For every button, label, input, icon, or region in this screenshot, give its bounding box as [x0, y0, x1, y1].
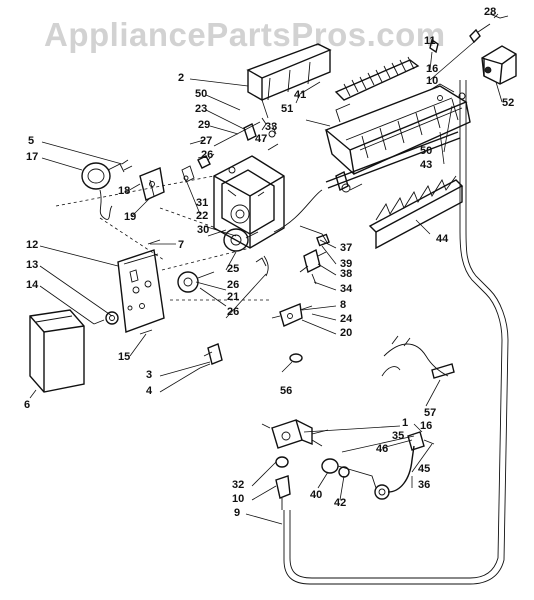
- part-label-46: 46: [376, 443, 389, 455]
- part-label-42: 42: [334, 497, 347, 509]
- part-label-30: 30: [197, 224, 210, 236]
- mounting-plate: [117, 249, 165, 333]
- part-label-16-bottom: 16: [420, 420, 433, 432]
- fill-tube: [283, 80, 509, 585]
- part-label-38: 38: [340, 268, 353, 280]
- shutoff-switch: [299, 248, 327, 285]
- part-label-33: 33: [265, 121, 278, 133]
- switch-assembly: [271, 303, 313, 327]
- part-label-1: 1: [402, 417, 409, 429]
- watermark: AppliancePartsPros.com: [44, 16, 446, 53]
- part-label-44: 44: [436, 233, 449, 245]
- part-label-22: 22: [196, 210, 209, 222]
- fill-cup-fittings: [429, 23, 491, 54]
- part-label-50-right: 50: [420, 145, 433, 157]
- part-label-26-mid: 26: [227, 279, 240, 291]
- front-cover: [29, 309, 85, 393]
- part-label-51: 51: [281, 103, 294, 115]
- part-label-39: 39: [340, 258, 353, 270]
- part-label-25: 25: [227, 263, 240, 275]
- part-label-4: 4: [146, 385, 153, 397]
- water-tube-lower: [387, 431, 435, 493]
- ice-ejector: [334, 56, 420, 101]
- part-label-17: 17: [26, 151, 39, 163]
- part-label-35: 35: [392, 430, 405, 442]
- part-label-6: 6: [24, 399, 31, 411]
- part-label-18: 18: [118, 185, 131, 197]
- part-label-10-top: 10: [426, 75, 439, 87]
- part-label-26-low: 26: [227, 306, 240, 318]
- part-label-10-bottom: 10: [232, 493, 245, 505]
- part-label-19: 19: [124, 211, 137, 223]
- valve-fittings: [275, 456, 291, 510]
- gear-motor: [177, 228, 269, 293]
- part-label-28: 28: [484, 6, 497, 18]
- ice-stripper: [368, 175, 464, 250]
- part-label-26-top: 26: [201, 149, 214, 161]
- wire-harness: [381, 335, 455, 379]
- part-label-52: 52: [502, 97, 515, 109]
- assembly-guide-lines: [55, 175, 272, 301]
- part-label-20: 20: [340, 327, 353, 339]
- part-label-21: 21: [227, 291, 240, 303]
- part-label-56: 56: [280, 385, 293, 397]
- part-label-7: 7: [178, 239, 185, 251]
- part-label-15: 15: [118, 351, 131, 363]
- part-label-16-top: 16: [426, 63, 439, 75]
- part-label-41: 41: [294, 89, 307, 101]
- part-label-32: 32: [232, 479, 245, 491]
- part-label-34: 34: [340, 283, 353, 295]
- thermostat-harness: [273, 183, 363, 247]
- part-label-14: 14: [26, 279, 39, 291]
- valve-inlet: [321, 458, 390, 500]
- part-label-8: 8: [340, 299, 347, 311]
- water-valve: [261, 419, 329, 449]
- part-label-37: 37: [340, 242, 353, 254]
- part-label-23: 23: [195, 103, 208, 115]
- grommet: [289, 353, 303, 363]
- part-label-31: 31: [196, 197, 209, 209]
- part-label-5: 5: [28, 135, 35, 147]
- mounting-bracket: [246, 43, 332, 102]
- part-label-9: 9: [234, 507, 241, 519]
- part-label-2: 2: [178, 72, 185, 84]
- part-label-47: 47: [255, 133, 268, 145]
- fill-cup: [481, 45, 517, 85]
- part-label-45: 45: [418, 463, 431, 475]
- part-label-11: 11: [424, 35, 436, 47]
- part-label-29: 29: [198, 119, 211, 131]
- motor-bracket: [139, 167, 165, 201]
- inlet-tube-end: [489, 13, 509, 19]
- timing-motor: [81, 159, 133, 220]
- drive-gear: [93, 311, 119, 325]
- leader-lines: [29, 13, 503, 525]
- mold-heater: [325, 131, 461, 192]
- part-label-24: 24: [340, 313, 353, 325]
- part-label-12: 12: [26, 239, 39, 251]
- part-label-3: 3: [146, 369, 153, 381]
- module-housing: [213, 155, 285, 249]
- part-label-57: 57: [424, 407, 437, 419]
- screws: [139, 239, 223, 369]
- part-label-50-top: 50: [195, 88, 208, 100]
- part-label-13: 13: [26, 259, 39, 271]
- part-label-43: 43: [420, 159, 433, 171]
- part-label-36: 36: [418, 479, 431, 491]
- part-label-27: 27: [200, 135, 213, 147]
- part-label-40: 40: [310, 489, 323, 501]
